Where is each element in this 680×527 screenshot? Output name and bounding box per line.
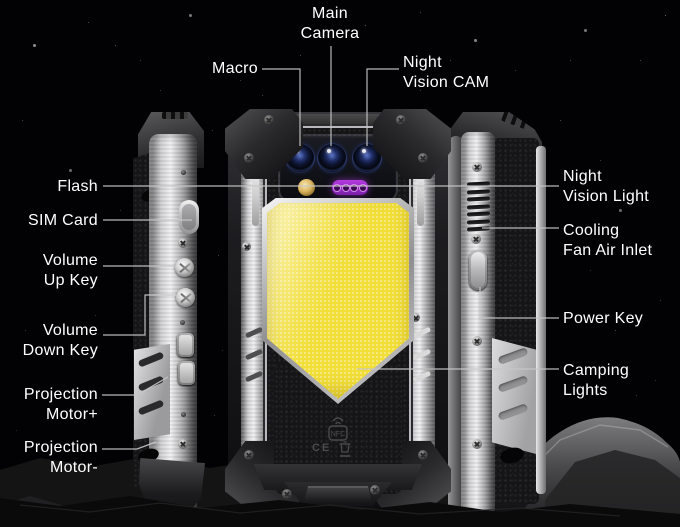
label-line: Motor+ (45, 406, 98, 423)
screw (242, 242, 251, 251)
callout-line-macro (262, 68, 301, 146)
callout-volume-down-label: Volume Down Key (23, 321, 98, 361)
screw (244, 153, 254, 163)
power-key-button (469, 250, 487, 290)
callout-night-vision-cam-label: Night Vision CAM (403, 53, 489, 93)
callout-main-camera-label: Main Camera (280, 4, 380, 44)
label-line: Volume (42, 322, 98, 339)
label-line: Flash (57, 178, 98, 195)
label-line: Macro (212, 60, 258, 77)
callout-line-volume-down (103, 294, 174, 336)
screw (181, 412, 186, 417)
edge-strip (448, 136, 464, 512)
main-camera-lens (317, 143, 347, 173)
label-line: Lights (563, 382, 608, 399)
angled-plate (134, 344, 170, 440)
screw (181, 170, 186, 175)
screw (418, 153, 428, 163)
label-line: Night (563, 168, 602, 185)
screw (178, 439, 188, 449)
callout-projection-motor-plus-label: Projection Motor+ (24, 385, 98, 425)
volume-down-button (176, 288, 195, 307)
screw (244, 450, 254, 460)
label-line: Projection (23, 439, 98, 456)
screw (396, 115, 406, 125)
label-line: Power Key (563, 310, 644, 327)
label-line: Night (403, 54, 442, 71)
label-line: Up Key (43, 272, 98, 289)
callout-macro-label: Macro (212, 59, 258, 79)
projection-motor-plus-key (177, 333, 194, 357)
screw (411, 313, 420, 322)
angled-plate (492, 338, 536, 454)
phone-left-side-view (133, 112, 207, 522)
camping-light-strip (252, 150, 259, 226)
label-line: Fan Air Inlet (563, 242, 653, 259)
label-line: Camping (563, 362, 630, 379)
phone-back-view: NFC CE (225, 109, 448, 508)
label-line: SIM Card (28, 212, 98, 229)
bottom-bumper-tab (304, 486, 372, 502)
sim-slot (179, 200, 199, 234)
foreground-rock-highlight (19, 502, 621, 517)
label-line: Projection (23, 386, 98, 403)
screw (472, 439, 482, 449)
callout-cooling-fan-label: Cooling Fan Air Inlet (563, 221, 652, 261)
night-vision-led (351, 184, 358, 191)
cap-ridges (162, 112, 188, 119)
label-line: Vision Light (563, 188, 650, 205)
nfc-text: NFC (331, 431, 345, 438)
label-line: Down Key (22, 342, 98, 359)
label-line: Camera (300, 25, 360, 42)
label-line: Main (312, 5, 348, 22)
screw (180, 320, 185, 325)
flash-led (298, 179, 315, 196)
callout-projection-motor-minus-label: Projection Motor- (24, 438, 98, 478)
volume-up-button (175, 258, 194, 277)
callout-line-night-vision-cam (366, 68, 399, 146)
callout-volume-up-label: Volume Up Key (43, 251, 98, 291)
callout-sim-card-label: SIM Card (28, 211, 98, 231)
screw (472, 336, 482, 346)
screw (418, 450, 428, 460)
callout-night-vision-light-label: Night Vision Light (563, 167, 649, 207)
night-vision-led-array (332, 180, 368, 195)
nfc-logo: NFC (328, 417, 348, 441)
callout-flash-label: Flash (57, 177, 98, 197)
label-line: Vision CAM (403, 74, 490, 91)
label-line: Cooling (563, 222, 620, 239)
night-vision-led (342, 184, 349, 191)
boulder-highlight (529, 424, 669, 471)
projection-motor-minus-key (178, 361, 195, 385)
screw (370, 485, 380, 495)
callout-line-projection-motor-minus (102, 441, 157, 450)
night-vision-led (334, 184, 341, 191)
night-vision-led (359, 184, 366, 191)
camping-light-strip (417, 150, 424, 226)
callout-camping-lights-label: Camping Lights (563, 361, 629, 401)
label-line: Volume (42, 252, 98, 269)
screw (264, 115, 274, 125)
callout-line-power-key (479, 287, 559, 319)
edge-strip (536, 146, 546, 494)
weee-icon (339, 441, 351, 457)
screw (178, 238, 188, 248)
label-line: Motor- (49, 459, 98, 476)
phone-right-side-view (448, 112, 546, 522)
screw (282, 489, 292, 499)
screw (472, 162, 482, 172)
screw (471, 234, 481, 244)
ce-mark: CE (312, 442, 332, 454)
callout-line-projection-motor-plus (102, 376, 169, 396)
callout-power-key-label: Power Key (563, 309, 643, 329)
